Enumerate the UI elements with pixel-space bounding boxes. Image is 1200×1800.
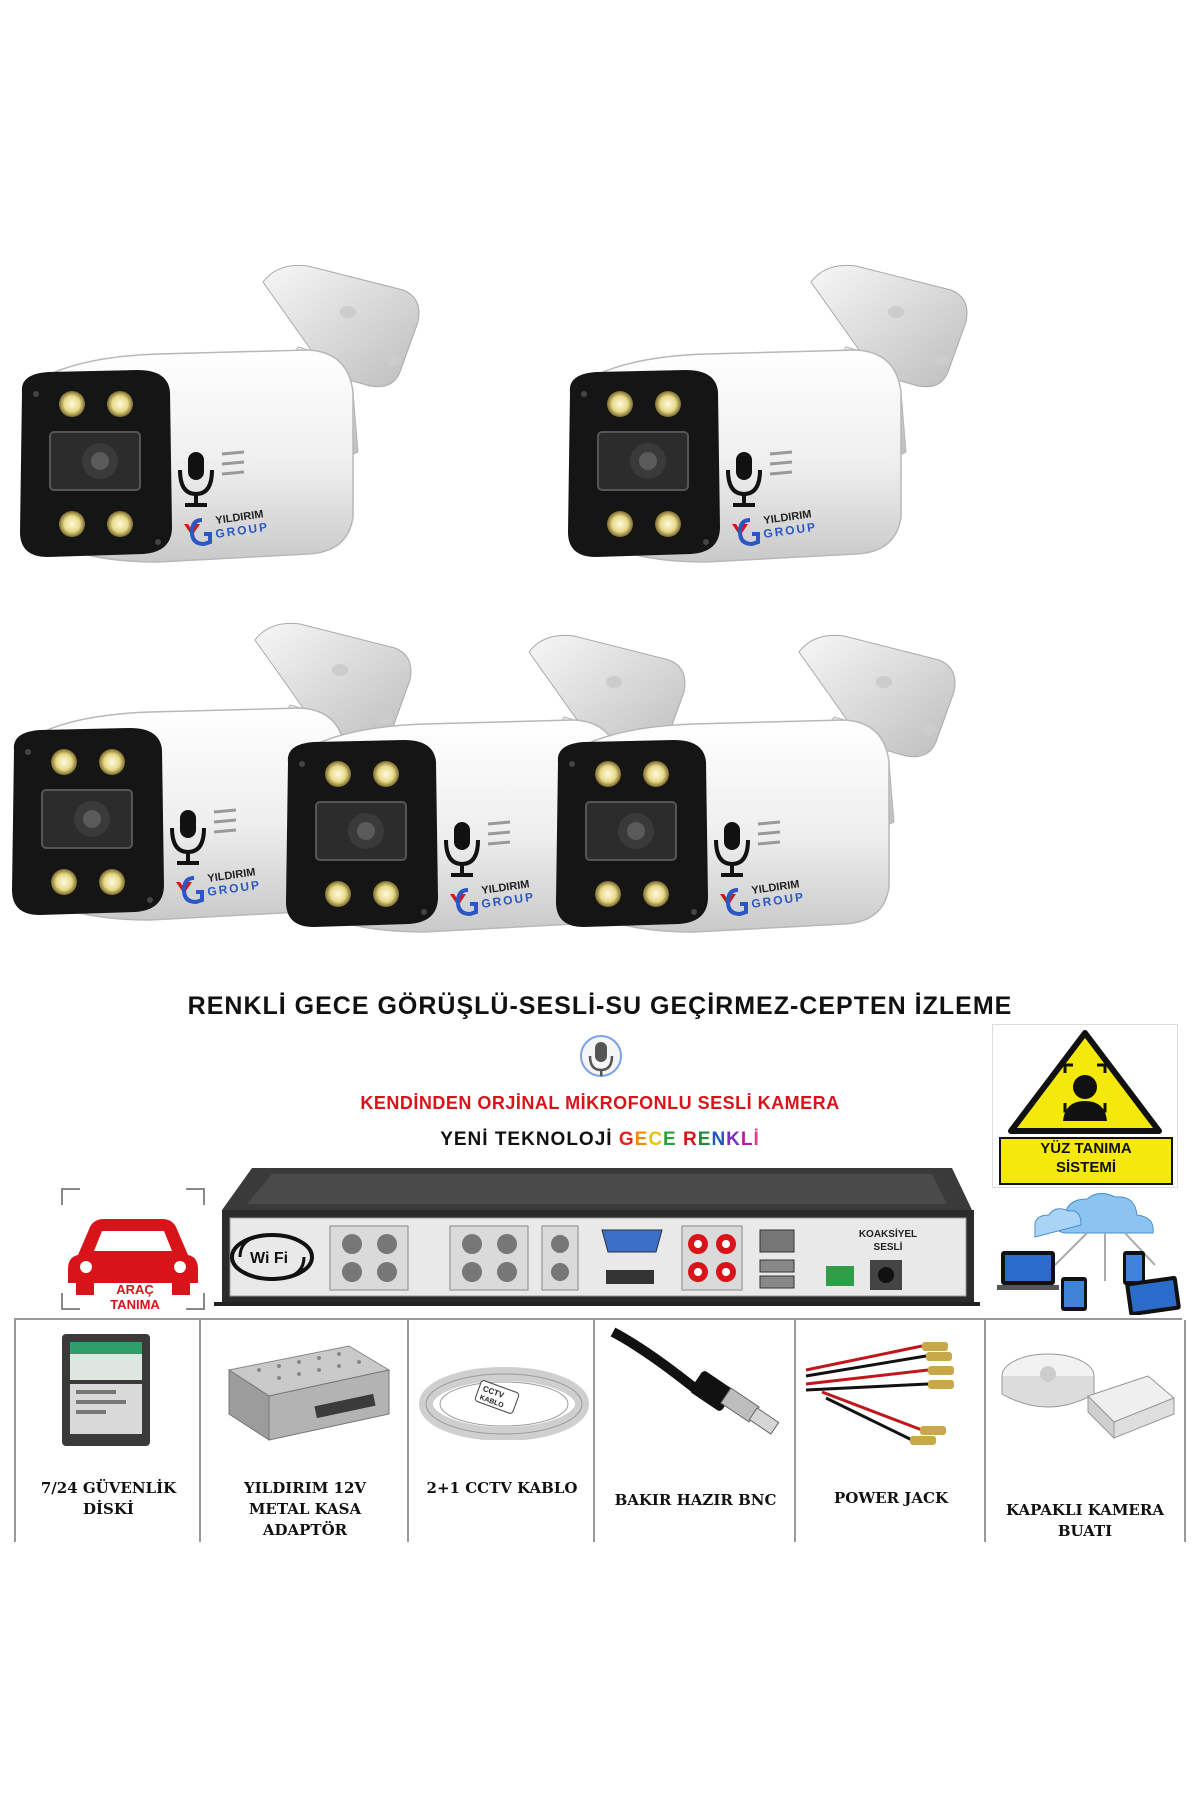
accessory-label-3: BAKIR HAZIR BNC (595, 1490, 796, 1511)
face-label-line1: YÜZ TANIMA (1040, 1140, 1132, 1157)
bnc-connector-icon (610, 1327, 780, 1435)
microphone-icon (580, 1035, 622, 1077)
accessory-hard-drive: 7/24 GÜVENLİK DİSKİ (14, 1320, 201, 1542)
camera-5 (544, 632, 1014, 962)
vehicle-label-line1: ARAÇ (116, 1282, 154, 1297)
vehicle-label-line2: TANIMA (110, 1297, 160, 1312)
tech-prefix: YENİ TEKNOLOJİ (440, 1129, 619, 1150)
coax-line2: SESLİ (873, 1242, 903, 1253)
tech-colored-letter-1: E (634, 1129, 649, 1150)
tech-colored-letter-6: E (697, 1129, 712, 1150)
face-recognition-badge: YÜZ TANIMA SİSTEMİ (992, 1024, 1178, 1188)
junction-box-icon (1001, 1353, 1175, 1440)
mic-headline: KENDİNDEN ORJİNAL MİKROFONLU SESLİ KAMER… (360, 1093, 840, 1113)
accessory-label-0: 7/24 GÜVENLİK DİSKİ (16, 1478, 201, 1520)
wifi-label: Wi Fi (250, 1250, 288, 1267)
power-supply-icon (227, 1345, 391, 1441)
accessory-power-supply: YILDIRIM 12V METAL KASA ADAPTÖR (199, 1320, 409, 1542)
power-jack-icon (805, 1342, 954, 1445)
tech-colored-letter-9: L (740, 1129, 754, 1150)
cloud-devices-icon (997, 1193, 1181, 1315)
accessories-grid: 7/24 GÜVENLİK DİSKİ YILDIRIM 12V METAL KAS… (14, 1318, 1186, 1542)
cable-coil-icon: CCTV KABLO (419, 1367, 589, 1440)
accessory-junction-box: KAPAKLI KAMERA BUATI (984, 1320, 1186, 1542)
tech-headline: YENİ TEKNOLOJİ GECE RENKLİ (0, 1129, 1200, 1151)
accessory-power-jack: POWER JACK (794, 1320, 986, 1542)
tech-colored-letter-8: K (726, 1129, 741, 1150)
main-headline: RENKLİ GECE GÖRÜŞLÜ-SESLİ-SU GEÇİRMEZ-CE… (187, 992, 1013, 1020)
camera-2 (556, 262, 1026, 592)
tech-colored-letter-2: C (648, 1129, 664, 1150)
accessory-cable: CCTV KABLO 2+1 CCTV KABLO (407, 1320, 595, 1542)
accessory-label-line: ADAPTÖR (262, 1521, 348, 1539)
accessory-label-line: 2+1 CCTV KABLO (426, 1479, 578, 1497)
hard-drive-icon (62, 1334, 150, 1446)
accessory-bnc: BAKIR HAZIR BNC (593, 1320, 796, 1542)
dvr-recorder: Wi Fi (214, 1168, 980, 1306)
tech-colored-letter-0: G (618, 1129, 635, 1150)
tech-colored-letter-10: İ (753, 1129, 760, 1150)
accessory-label-2: 2+1 CCTV KABLO (409, 1478, 595, 1499)
accessory-label-line: KAPAKLI KAMERA (1006, 1501, 1164, 1519)
face-label-line2: SİSTEMİ (1055, 1159, 1116, 1176)
face-recognition-label: YÜZ TANIMA SİSTEMİ (999, 1137, 1173, 1185)
tech-colored-letter-5: R (683, 1129, 698, 1150)
tech-colored-text: GECE RENKLİ (619, 1129, 760, 1150)
camera-1 (8, 262, 478, 592)
accessory-label-line: DİSKİ (83, 1500, 134, 1518)
tech-colored-letter-7: N (711, 1129, 727, 1150)
coax-audio-label: KOAKSİYEL SESLİ (848, 1228, 928, 1254)
accessory-label-line: BAKIR HAZIR BNC (614, 1491, 777, 1509)
tech-colored-letter-3: E (663, 1129, 677, 1150)
vehicle-recognition-icon (61, 1188, 205, 1310)
vehicle-recognition-label: ARAÇ TANIMA (70, 1282, 200, 1312)
accessory-label-line: METAL KASA (248, 1500, 362, 1518)
accessory-label-line: 7/24 GÜVENLİK (40, 1479, 177, 1497)
accessory-label-4: POWER JACK (796, 1488, 986, 1509)
accessory-label-line: BUATI (1057, 1522, 1113, 1540)
face-warning-icon (1008, 1030, 1162, 1134)
accessory-label-line: YILDIRIM 12V (243, 1479, 367, 1497)
accessory-label-1: YILDIRIM 12V METAL KASA ADAPTÖR (201, 1478, 409, 1541)
coax-line1: KOAKSİYEL (858, 1229, 918, 1240)
accessory-label-line: POWER JACK (833, 1489, 949, 1507)
accessory-label-5: KAPAKLI KAMERA BUATI (986, 1500, 1184, 1542)
